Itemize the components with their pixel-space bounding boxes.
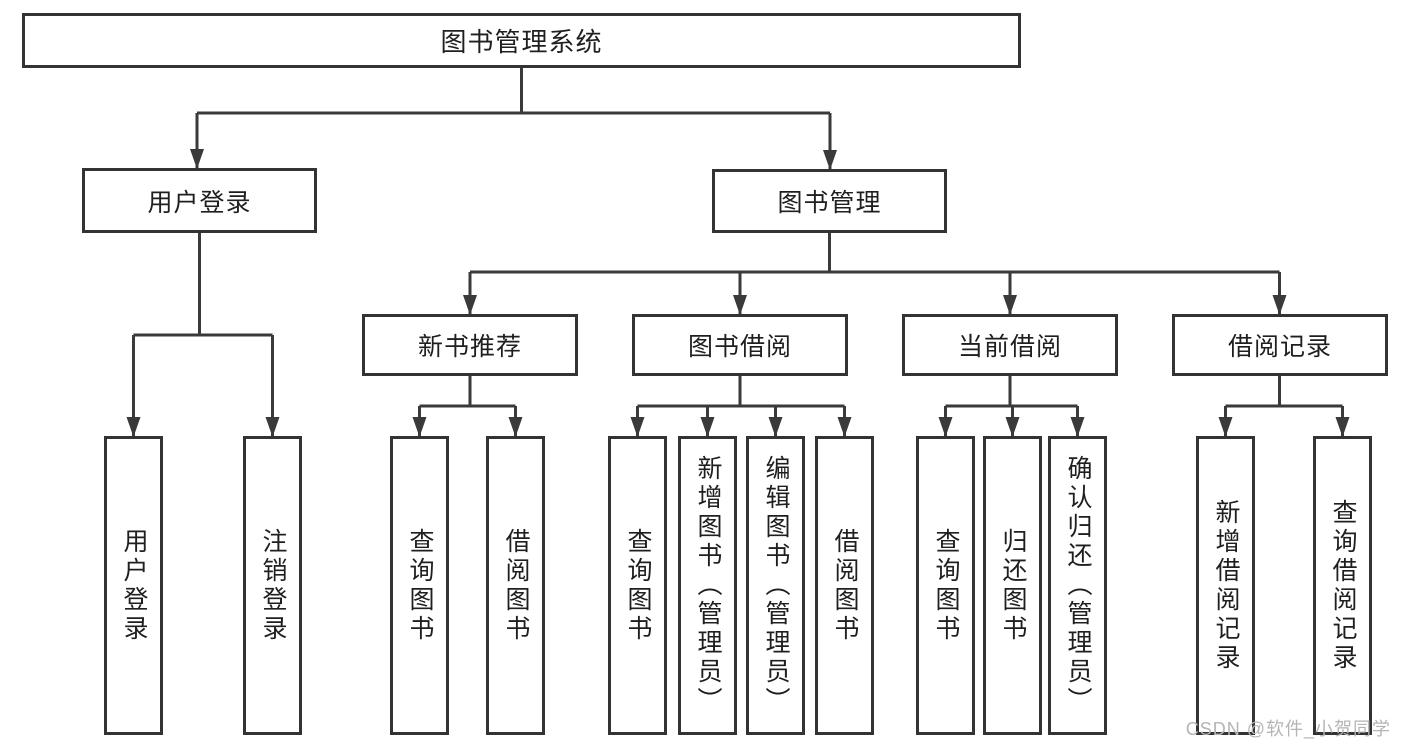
node-current-borrowing: 当前借阅	[902, 314, 1118, 376]
leaf-logout-label: 注销登录	[259, 527, 287, 644]
leaf-edit-books-admin: 编辑图书（管理员）	[746, 436, 805, 735]
leaf-borrow-books-recommend: 借阅图书	[486, 436, 545, 735]
node-library-management-system: 图书管理系统	[22, 13, 1021, 68]
leaf-query-books-current: 查询图书	[916, 436, 975, 735]
node-book-borrowing: 图书借阅	[632, 314, 848, 376]
leaf-edit-books-admin-label: 编辑图书（管理员）	[762, 455, 790, 716]
leaf-query-books-current-label: 查询图书	[932, 527, 960, 644]
connector-arrows	[126, 113, 1350, 437]
leaf-borrow-books-recommend-label: 借阅图书	[502, 527, 530, 644]
leaf-query-books-recommend-label: 查询图书	[406, 527, 434, 644]
leaf-user-login-label: 用户登录	[120, 527, 148, 644]
leaf-query-borrow-record: 查询借阅记录	[1313, 436, 1372, 735]
watermark: CSDN @软件_小贺同学	[1185, 719, 1391, 739]
leaf-borrow-books: 借阅图书	[815, 436, 874, 735]
node-book-management: 图书管理	[712, 169, 947, 233]
leaf-query-books-borrowing: 查询图书	[608, 436, 667, 735]
leaf-confirm-return-admin: 确认归还（管理员）	[1048, 436, 1107, 735]
leaf-query-books-borrowing-label: 查询图书	[624, 527, 652, 644]
leaf-logout: 注销登录	[243, 436, 302, 735]
leaf-query-borrow-record-label: 查询借阅记录	[1329, 498, 1357, 673]
leaf-borrow-books-label: 借阅图书	[831, 527, 859, 644]
leaf-query-books-recommend: 查询图书	[390, 436, 449, 735]
leaf-add-books-admin-label: 新增图书（管理员）	[694, 455, 722, 716]
node-new-book-recommendation: 新书推荐	[362, 314, 578, 376]
leaf-add-books-admin: 新增图书（管理员）	[678, 436, 737, 735]
leaf-add-borrow-record: 新增借阅记录	[1196, 436, 1255, 735]
leaf-return-books-label: 归还图书	[999, 527, 1027, 644]
leaf-return-books: 归还图书	[983, 436, 1042, 735]
connector-trunks	[133, 68, 1343, 408]
leaf-user-login: 用户登录	[104, 436, 163, 735]
leaf-add-borrow-record-label: 新增借阅记录	[1212, 498, 1240, 673]
node-user-login: 用户登录	[82, 168, 317, 233]
leaf-confirm-return-admin-label: 确认归还（管理员）	[1064, 455, 1092, 716]
node-borrowing-records: 借阅记录	[1172, 314, 1388, 376]
